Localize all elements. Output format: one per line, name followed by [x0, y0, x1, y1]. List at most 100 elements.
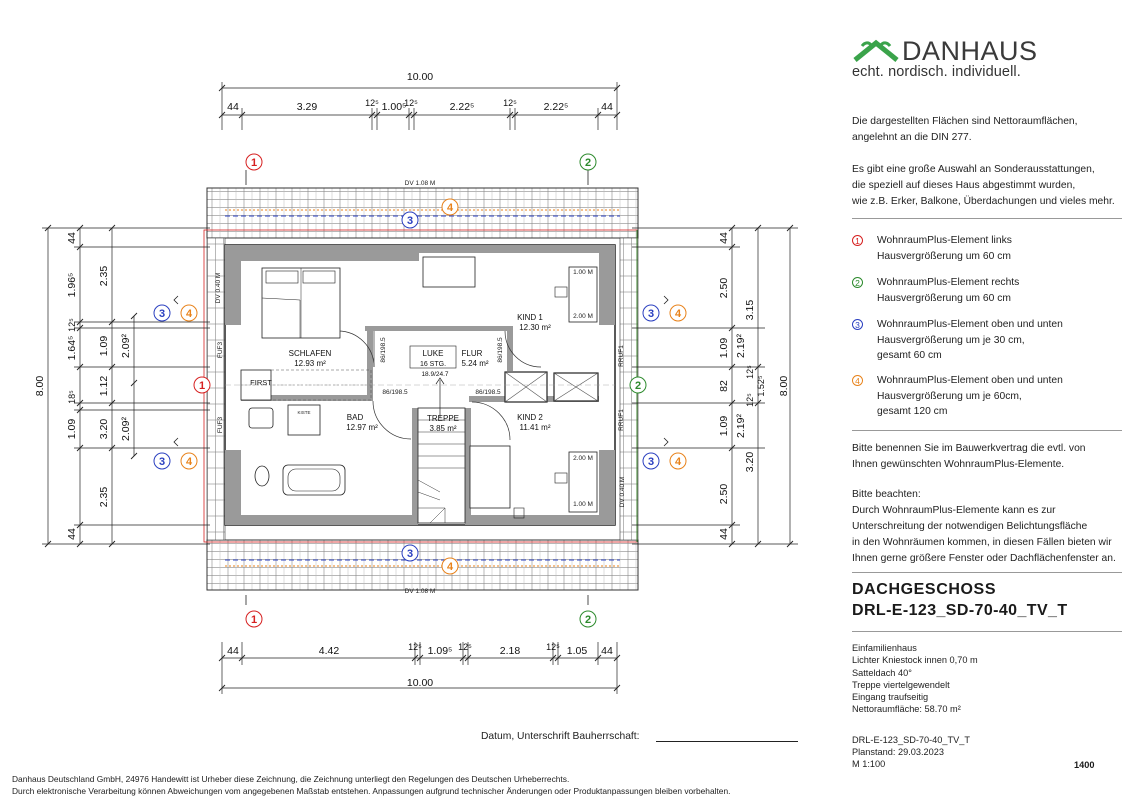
svg-text:1.09⁵: 1.09⁵	[428, 645, 453, 657]
svg-text:1.96⁵: 1.96⁵	[66, 273, 78, 298]
svg-text:1.52⁵: 1.52⁵	[756, 375, 766, 397]
sheet-number: 1400	[1074, 760, 1095, 770]
marker-2-bottom: 2	[579, 610, 597, 628]
svg-text:3: 3	[159, 308, 165, 320]
svg-text:12⁵: 12⁵	[745, 365, 755, 379]
svg-text:44: 44	[66, 232, 78, 244]
contract-note: Bitte benennen Sie im Bauwerkvertrag die…	[852, 443, 1086, 470]
svg-text:2.00 M: 2.00 M	[573, 313, 593, 320]
svg-text:2.09²: 2.09²	[120, 334, 132, 358]
room-name-flur: FLUR	[462, 349, 483, 358]
svg-text:KISTE: KISTE	[297, 410, 310, 415]
svg-text:12⁵: 12⁵	[546, 642, 560, 652]
marker-3-right-upper: 3	[642, 304, 660, 322]
svg-text:LUKE: LUKE	[423, 349, 444, 358]
marker-4-left-upper: 4	[180, 304, 198, 322]
marker-3-left-lower: 3	[153, 452, 171, 470]
logo-tagline: echt. nordisch. individuell.	[852, 64, 1021, 80]
svg-text:4: 4	[186, 308, 193, 320]
svg-text:1.09: 1.09	[718, 416, 730, 437]
eave-label-top: DV 1.08 M	[405, 180, 436, 187]
svg-text:1.64⁵: 1.64⁵	[66, 336, 78, 361]
room-name-treppe: TREPPE	[427, 414, 459, 423]
svg-text:18⁵: 18⁵	[67, 390, 77, 404]
svg-text:DV 0.40 M: DV 0.40 M	[619, 477, 626, 508]
svg-text:86/198.5: 86/198.5	[497, 337, 504, 363]
room-name-kind1: KIND 1	[517, 313, 543, 322]
svg-text:2.09²: 2.09²	[120, 417, 132, 441]
svg-text:12⁵: 12⁵	[745, 393, 755, 407]
svg-text:12⁵: 12⁵	[67, 318, 77, 332]
roof-bottom	[206, 539, 639, 591]
svg-text:2.00 M: 2.00 M	[573, 455, 593, 462]
svg-text:3.15: 3.15	[744, 300, 756, 321]
eave-label-bottom: DV 1.08 M	[405, 588, 436, 595]
svg-text:2: 2	[585, 157, 591, 169]
floor-plan: 10.00 44 3.29 12⁵ 1.00⁵ 12⁵ 2.22⁵ 12⁵ 2.…	[34, 71, 798, 694]
options-note: Es gibt eine große Auswahl an Sonderauss…	[852, 164, 1115, 207]
svg-text:RRUF1: RRUF1	[618, 409, 625, 431]
svg-text:2.50: 2.50	[718, 484, 730, 505]
marker-4-bottom: 4	[441, 557, 459, 575]
svg-text:44: 44	[227, 101, 239, 113]
svg-text:12⁵: 12⁵	[404, 98, 418, 108]
svg-text:44: 44	[601, 101, 613, 113]
logo-name: DANHAUS	[902, 36, 1038, 66]
marker-3-bottom: 3	[401, 544, 419, 562]
staircase	[417, 407, 466, 524]
marker-1-bottom: 1	[245, 610, 263, 628]
svg-text:1: 1	[251, 614, 257, 626]
marker-2-top: 2	[579, 153, 597, 171]
svg-text:44: 44	[227, 645, 239, 657]
marker-3-right-lower: 3	[642, 452, 660, 470]
svg-text:4: 4	[447, 561, 454, 573]
copyright-notice: Danhaus Deutschland GmbH, 24976 Handewit…	[12, 774, 731, 796]
svg-text:3.29: 3.29	[297, 101, 318, 113]
svg-text:FUF3: FUF3	[217, 416, 224, 433]
svg-text:FUF3: FUF3	[217, 341, 224, 358]
svg-text:1.09: 1.09	[66, 419, 78, 440]
floor-title: DACHGESCHOSS	[852, 581, 997, 598]
marker-3-left-upper: 3	[153, 304, 171, 322]
svg-text:16 STG.: 16 STG.	[420, 361, 446, 368]
svg-text:3: 3	[407, 215, 413, 227]
svg-text:1.09: 1.09	[718, 338, 730, 359]
marker-1-left: 1	[193, 376, 211, 394]
signature-line[interactable]	[656, 741, 798, 742]
svg-text:12⁵: 12⁵	[458, 642, 472, 652]
net-area-note: Die dargestellten Flächen sind Nettoraum…	[852, 116, 1078, 143]
svg-text:2.35: 2.35	[98, 487, 110, 508]
marker-4-right-upper: 4	[669, 304, 687, 322]
plan-code-title: DRL-E-123_SD-70-40_TV_T	[852, 602, 1068, 619]
svg-text:1.05: 1.05	[567, 645, 588, 657]
marker-4-right-lower: 4	[669, 452, 687, 470]
svg-text:11.41 m²: 11.41 m²	[520, 423, 551, 432]
roof-logo-icon	[853, 39, 899, 62]
svg-text:2.19²: 2.19²	[735, 414, 747, 438]
svg-text:86/198.5: 86/198.5	[380, 337, 387, 363]
signature-label: Datum, Unterschrift Bauherrschaft:	[481, 731, 640, 742]
svg-text:3.20: 3.20	[744, 452, 756, 473]
svg-text:RRUF1: RRUF1	[618, 345, 625, 367]
svg-text:2: 2	[635, 380, 641, 392]
svg-text:4: 4	[675, 308, 682, 320]
dim-right-total: 8.00	[778, 376, 790, 397]
svg-text:12.93 m²: 12.93 m²	[294, 359, 326, 368]
room-name-schlafen: SCHLAFEN	[289, 349, 332, 358]
room-name-kind2: KIND 2	[517, 413, 543, 422]
svg-text:FIRST: FIRST	[250, 378, 272, 387]
svg-text:12⁵: 12⁵	[365, 98, 379, 108]
svg-text:3.85 m²: 3.85 m²	[429, 424, 456, 433]
svg-text:2.18: 2.18	[500, 645, 521, 657]
svg-text:44: 44	[601, 645, 613, 657]
svg-text:3.20: 3.20	[98, 419, 110, 440]
dim-left-total: 8.00	[34, 376, 46, 397]
svg-text:44: 44	[718, 232, 730, 244]
marker-4-top: 4	[441, 198, 459, 216]
svg-text:3: 3	[648, 308, 654, 320]
svg-text:86/198.5: 86/198.5	[475, 389, 501, 396]
svg-text:2.19²: 2.19²	[735, 334, 747, 358]
svg-text:12.30 m²: 12.30 m²	[519, 323, 551, 332]
svg-text:82: 82	[718, 380, 730, 392]
roof-top	[206, 187, 639, 239]
